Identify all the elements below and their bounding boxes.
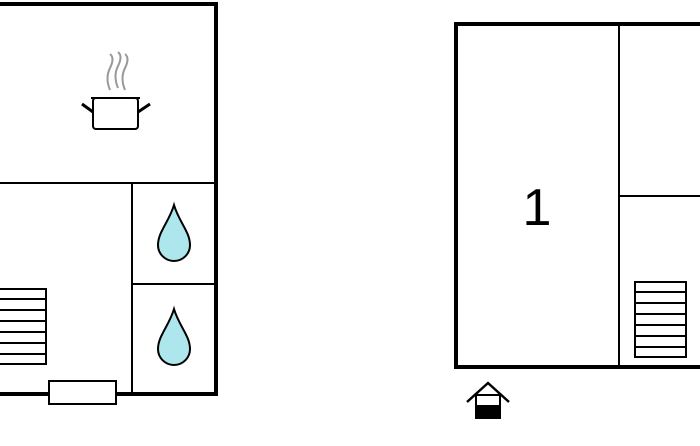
room-label-1: 1 [523,179,552,237]
water-drop-icon [156,201,192,262]
right-floor: 1 [454,22,700,419]
cooking-pot-icon [81,51,151,130]
stairs-icon [634,281,687,358]
stairs-icon [0,288,47,365]
house-entrance-icon [466,381,510,419]
door-icon [48,380,117,405]
water-drop-icon [156,305,192,366]
left-floor [0,2,218,405]
